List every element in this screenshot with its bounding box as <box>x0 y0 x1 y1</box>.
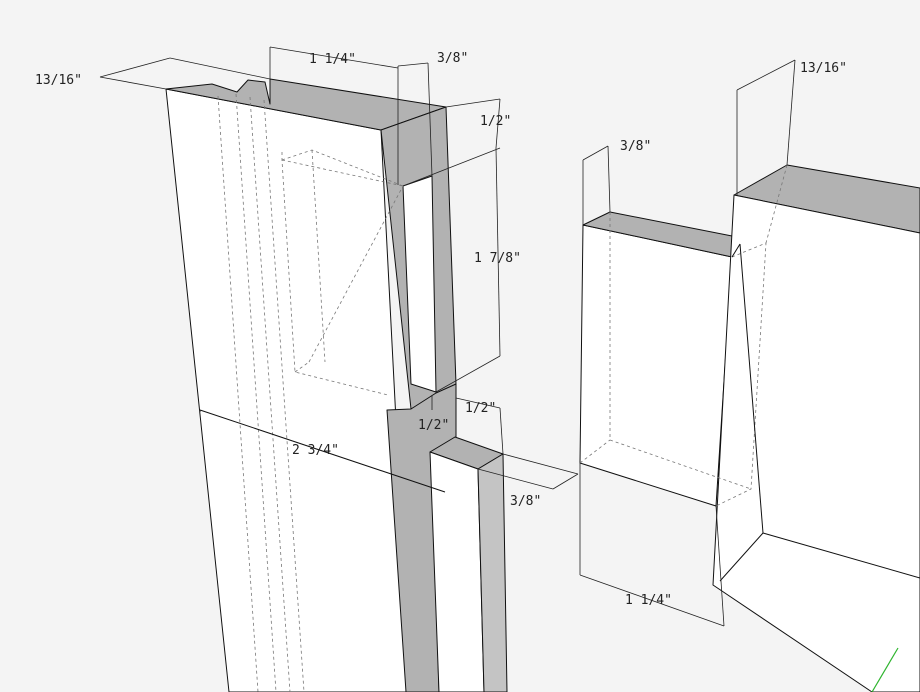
stile-front-face <box>165 88 411 692</box>
stile-haunch-side <box>477 453 508 692</box>
tenon-front-face <box>579 224 733 507</box>
dim-rail-thickness: 13/16" <box>800 61 847 76</box>
dim-mortise-height: 1 7/8" <box>474 251 521 266</box>
dim-haunch-groove-width: 3/8" <box>510 494 541 509</box>
dim-tenon-thickness: 3/8" <box>620 139 651 154</box>
dimension-labels: 13/16" 1 1/4" 3/8" 1/2" 1 7/8" 1/2" 1/2"… <box>35 51 847 608</box>
dim-stile-width: 2 3/4" <box>292 443 339 458</box>
stile-haunch-front <box>429 451 485 692</box>
dim-mortise-top-offset: 1/2" <box>480 114 511 129</box>
dim-stile-mortise-length: 1 1/4" <box>309 52 356 67</box>
rail-part[interactable] <box>579 164 920 692</box>
dim-stile-thickness: 13/16" <box>35 73 82 88</box>
stile-part[interactable] <box>165 78 508 692</box>
dim-stile-groove-width: 3/8" <box>437 51 468 66</box>
rail-front-face <box>712 194 920 692</box>
dimension-lines <box>99 46 796 627</box>
dim-tenon-length: 1 1/4" <box>625 593 672 608</box>
dim-haunch-offset: 1/2" <box>465 401 496 416</box>
dim-haunch-depth: 1/2" <box>418 418 449 433</box>
